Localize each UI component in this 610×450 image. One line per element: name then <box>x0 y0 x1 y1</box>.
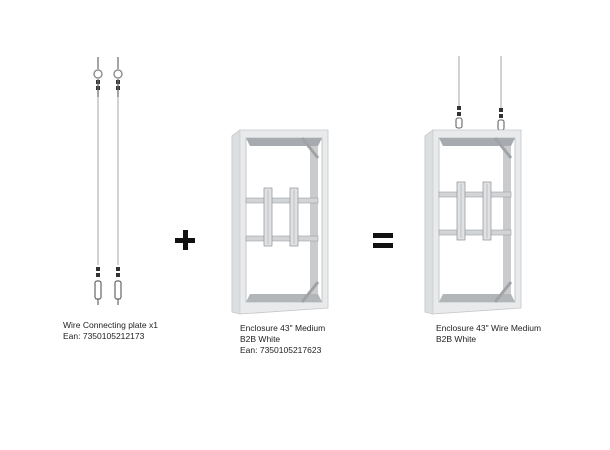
enclosure-wire-caption: Enclosure 43" Wire Medium B2B White <box>436 323 541 345</box>
enclosure-wire-color: B2B White <box>436 334 477 344</box>
enclosure-caption: Enclosure 43" Medium B2B White Ean: 7350… <box>240 323 325 356</box>
wire-right-icon <box>113 57 123 305</box>
enclosure-wire-image <box>423 56 523 316</box>
enclosure-wire-name: Enclosure 43" Wire Medium <box>436 323 542 333</box>
equals-icon <box>373 233 393 249</box>
enclosure-illustration <box>231 129 329 315</box>
enclosure-wire-illustration <box>424 56 522 315</box>
wire-kit-caption: Wire Connecting plate x1 Ean: 7350105212… <box>63 320 158 342</box>
wire-kit-image <box>80 55 140 315</box>
enclosure-color: B2B White <box>240 334 281 344</box>
hanging-wire-right-icon <box>497 56 505 131</box>
enclosure-name: Enclosure 43" Medium <box>240 323 326 333</box>
enclosure-ean: Ean: 7350105217623 <box>240 345 322 355</box>
enclosure-image <box>230 126 330 316</box>
wire-left-icon <box>93 57 103 305</box>
plus-icon <box>175 230 195 250</box>
hanging-wire-left-icon <box>455 56 463 129</box>
wire-kit-name: Wire Connecting plate x1 <box>63 320 158 330</box>
wire-kit-illustration <box>93 57 123 305</box>
wire-kit-ean: Ean: 7350105212173 <box>63 331 145 341</box>
